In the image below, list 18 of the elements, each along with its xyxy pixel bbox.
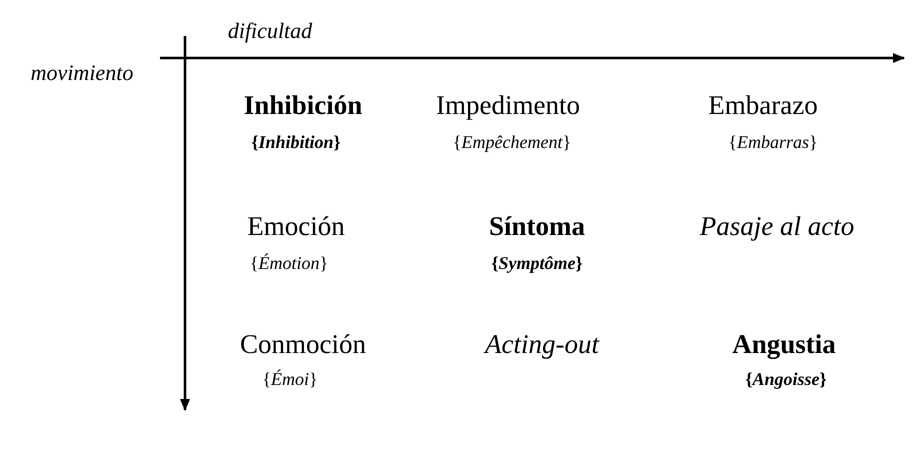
- translation-label: {Empêchement}: [452, 133, 572, 151]
- translation-label: {Angoisse}: [745, 370, 827, 388]
- axis-label: dificultad: [228, 20, 312, 42]
- term-label: Síntoma: [488, 213, 586, 240]
- translation-label: {Symptôme}: [491, 254, 583, 272]
- translation-label: {Inhibition}: [251, 133, 341, 151]
- axis-label: movimiento: [30, 62, 134, 84]
- term-label: Angustia: [732, 331, 836, 358]
- term-label: Impedimento: [436, 92, 580, 119]
- translation-label: {Émoi}: [262, 370, 318, 388]
- term-label: Inhibición: [244, 92, 362, 119]
- translation-label: {Embarras}: [728, 133, 818, 151]
- term-label: Acting-out: [485, 331, 599, 358]
- translation-label: {Émotion}: [250, 254, 328, 272]
- term-label: Conmoción: [240, 331, 366, 358]
- term-label: Pasaje al acto: [700, 213, 854, 240]
- term-label: Emoción: [247, 213, 345, 240]
- term-label: Embarazo: [708, 92, 818, 119]
